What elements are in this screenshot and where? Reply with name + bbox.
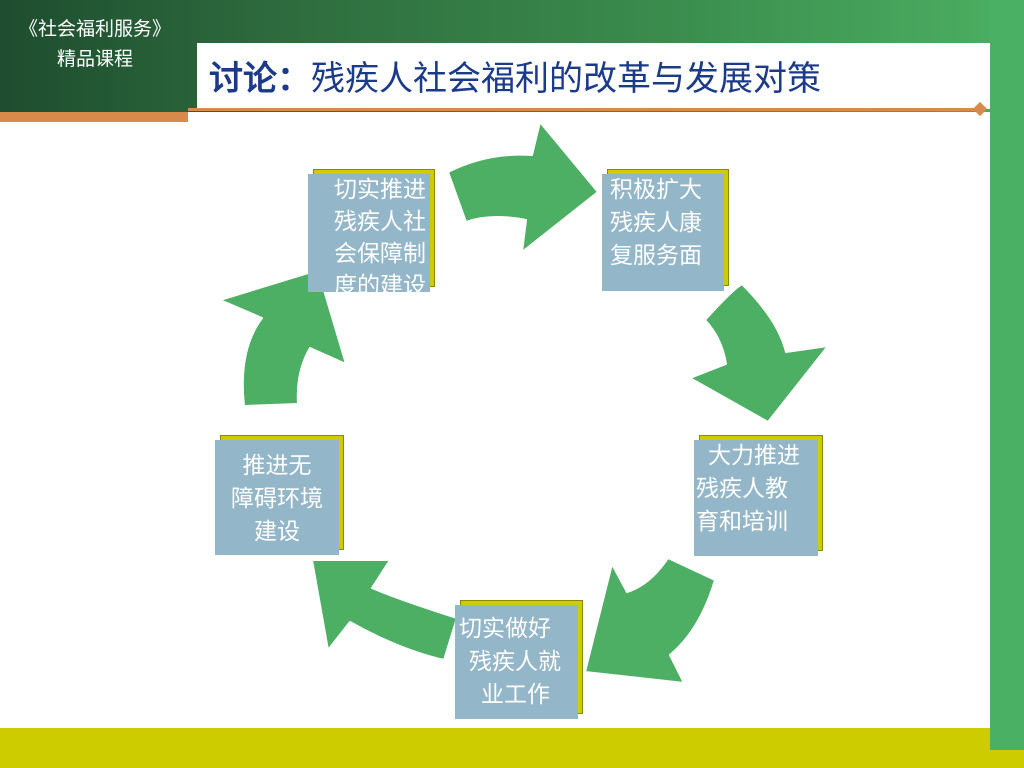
node-text-line: 大力推进	[708, 443, 800, 469]
node-text-line: 切实推进	[334, 177, 426, 203]
node-rehabilitation: 积极扩大 残疾人康 复服务面	[602, 169, 729, 291]
node-text-line: 残疾人社	[334, 209, 426, 235]
node-text-line: 复服务面	[610, 243, 702, 269]
bottom-corner-band	[990, 728, 1024, 750]
node-social-security: 切实推进 残疾人社 会保障制 度的建设	[308, 169, 435, 292]
title-prefix: 讨论：	[209, 59, 311, 99]
node-text-line: 积极扩大	[610, 177, 702, 203]
node-face: 积极扩大 残疾人康 复服务面	[602, 174, 724, 291]
node-text-line: 推进无	[242, 453, 312, 479]
node-face: 大力推进 残疾人教 育和培训	[694, 440, 818, 556]
node-text-line: 建设	[254, 519, 300, 545]
node-text-line: 切实做好	[459, 616, 551, 642]
course-label: 《社会福利服务》 精品课程	[0, 14, 190, 74]
node-text-line: 育和培训	[696, 509, 788, 535]
node-face: 切实做好 残疾人就 业工作	[455, 605, 578, 719]
arrow-icon-left	[219, 269, 347, 407]
course-name: 《社会福利服务》	[18, 18, 171, 40]
node-employment: 切实做好 残疾人就 业工作	[455, 600, 583, 719]
orange-bar	[0, 112, 188, 122]
arrow-icon-top	[447, 121, 599, 253]
node-text-line: 会保障制	[334, 241, 426, 267]
title-box: 讨论：残疾人社会福利的改革与发展对策	[197, 43, 990, 109]
course-tag: 精品课程	[56, 48, 133, 70]
bottom-band	[0, 728, 1024, 768]
arrow-icon-right	[689, 283, 829, 423]
title-main: 残疾人社会福利的改革与发展对策	[311, 59, 821, 99]
node-face: 切实推进 残疾人社 会保障制 度的建设	[308, 174, 430, 292]
arrow-icon-bottom-left	[311, 559, 458, 661]
right-band	[990, 0, 1024, 750]
node-barrier-free: 推进无 障碍环境 建设	[215, 435, 344, 555]
orange-rule	[188, 108, 982, 111]
node-text-line: 残疾人康	[610, 210, 702, 236]
node-text-line: 障碍环境	[231, 486, 323, 512]
arrow-icon-lower-right	[584, 557, 716, 684]
node-text-line: 业工作	[481, 682, 550, 708]
node-text-line: 残疾人就	[469, 649, 561, 675]
node-text-line: 度的建设	[334, 273, 426, 292]
node-education: 大力推进 残疾人教 育和培训	[694, 435, 823, 556]
node-face: 推进无 障碍环境 建设	[215, 440, 339, 555]
node-text-line: 残疾人教	[696, 476, 788, 502]
page-title: 讨论：残疾人社会福利的改革与发展对策	[209, 51, 821, 100]
